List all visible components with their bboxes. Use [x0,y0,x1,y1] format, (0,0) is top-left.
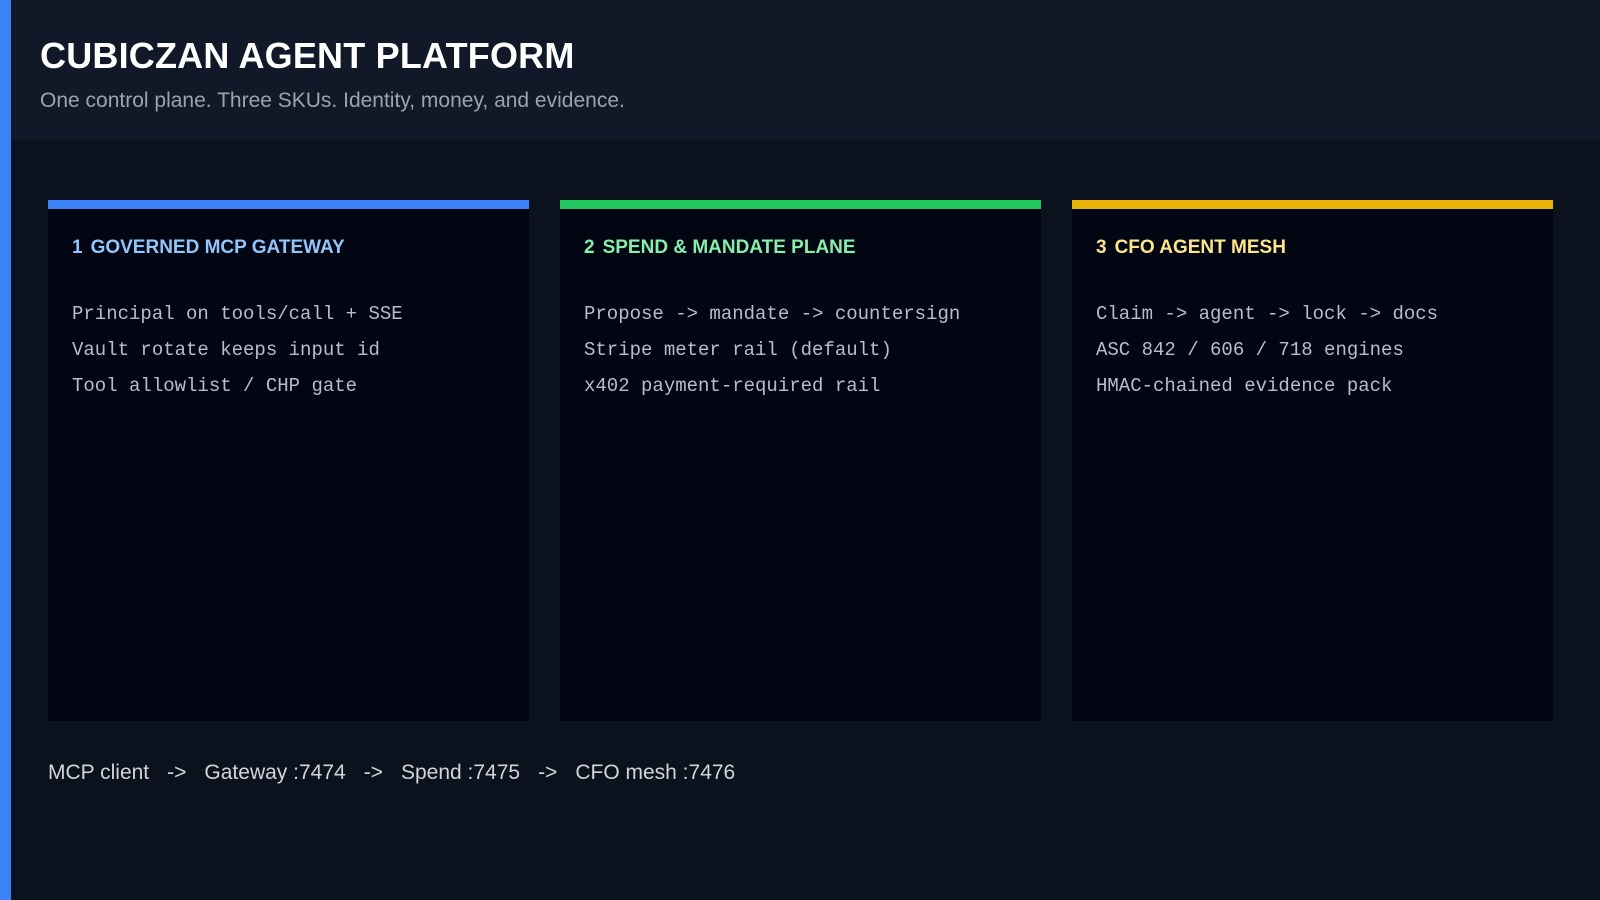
card-feature-item: ASC 842 / 606 / 718 engines [1096,339,1404,361]
card-feature-item: Principal on tools/call + SSE [72,303,403,325]
card-accent-stripe [1072,200,1553,209]
flow-step: MCP client [48,761,150,784]
card-title: SPEND & MANDATE PLANE [602,237,856,258]
card-feature-item: x402 payment-required rail [584,375,881,397]
page-header: CUBICZAN AGENT PLATFORM One control plan… [11,0,1600,140]
card-title: CFO AGENT MESH [1114,237,1286,258]
card-number: 3 [1096,237,1107,258]
card-heading: 2 SPEND & MANDATE PLANE [584,236,856,260]
card-feature-item: Vault rotate keeps input id [72,339,380,361]
card-feature-list: Propose -> mandate -> countersign Stripe… [584,296,960,404]
card-title: GOVERNED MCP GATEWAY [90,237,345,258]
flow-arrow: -> [538,761,558,784]
card-feature-list: Claim -> agent -> lock -> docs ASC 842 /… [1096,296,1438,404]
card-feature-item: Tool allowlist / CHP gate [72,375,358,397]
card-feature-item: Claim -> agent -> lock -> docs [1096,303,1439,325]
card-number: 1 [72,237,83,258]
card-accent-stripe [560,200,1041,209]
page-title: CUBICZAN AGENT PLATFORM [40,35,575,76]
card-spend-mandate-plane: 2 SPEND & MANDATE PLANE Propose -> mandat… [560,200,1041,721]
card-feature-item: Propose -> mandate -> countersign [584,303,961,325]
flow-step: Spend :7475 [400,761,521,784]
card-governed-mcp-gateway: 1 GOVERNED MCP GATEWAY Principal on tools… [48,200,529,721]
card-heading: 1 GOVERNED MCP GATEWAY [72,236,345,260]
card-feature-list: Principal on tools/call + SSE Vault rota… [72,296,403,404]
left-accent-bar [0,0,11,900]
flow-step: Gateway :7474 [204,761,346,784]
card-number: 2 [584,237,595,258]
card-feature-item: HMAC-chained evidence pack [1096,375,1393,397]
flow-arrow: -> [363,761,383,784]
card-accent-stripe [48,200,529,209]
card-cfo-agent-mesh: 3 CFO AGENT MESH Claim -> agent -> lock -… [1072,200,1553,721]
page-subtitle: One control plane. Three SKUs. Identity,… [40,89,625,112]
flow-step: CFO mesh :7476 [575,761,736,784]
card-heading: 3 CFO AGENT MESH [1096,236,1286,260]
card-feature-item: Stripe meter rail (default) [584,339,892,361]
flow-arrow: -> [167,761,187,784]
service-flow: MCP client -> Gateway :7474 -> Spend :7475 ->… [48,760,735,786]
